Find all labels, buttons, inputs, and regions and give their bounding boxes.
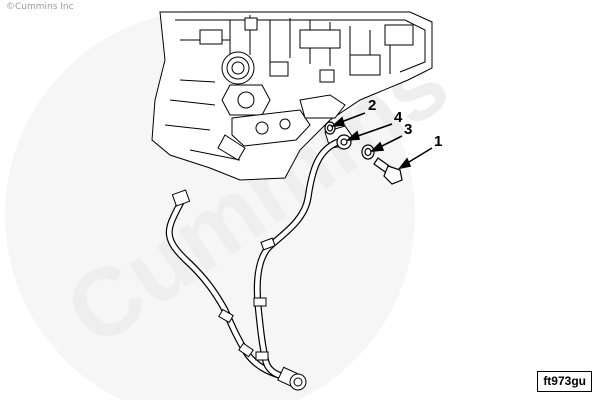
callout-4: 4 (394, 109, 403, 126)
right-hose (253, 138, 340, 382)
copyright-text: ©Cummins Inc (6, 2, 74, 12)
part-1-banjo-bolt (373, 157, 403, 185)
callout-1: 1 (434, 133, 442, 150)
hose-clamps (171, 189, 276, 361)
callout-3: 3 (404, 121, 412, 138)
left-hose (165, 198, 291, 382)
part-3-washer (361, 144, 375, 160)
part-4-banjo-fitting (336, 134, 352, 150)
leader-arrows (330, 112, 433, 170)
engine-block (151, 11, 433, 181)
figure-code-label: ft973gu (537, 371, 592, 392)
hose-connector (277, 366, 307, 391)
part-2-washer (324, 121, 336, 135)
callout-2: 2 (368, 97, 376, 114)
